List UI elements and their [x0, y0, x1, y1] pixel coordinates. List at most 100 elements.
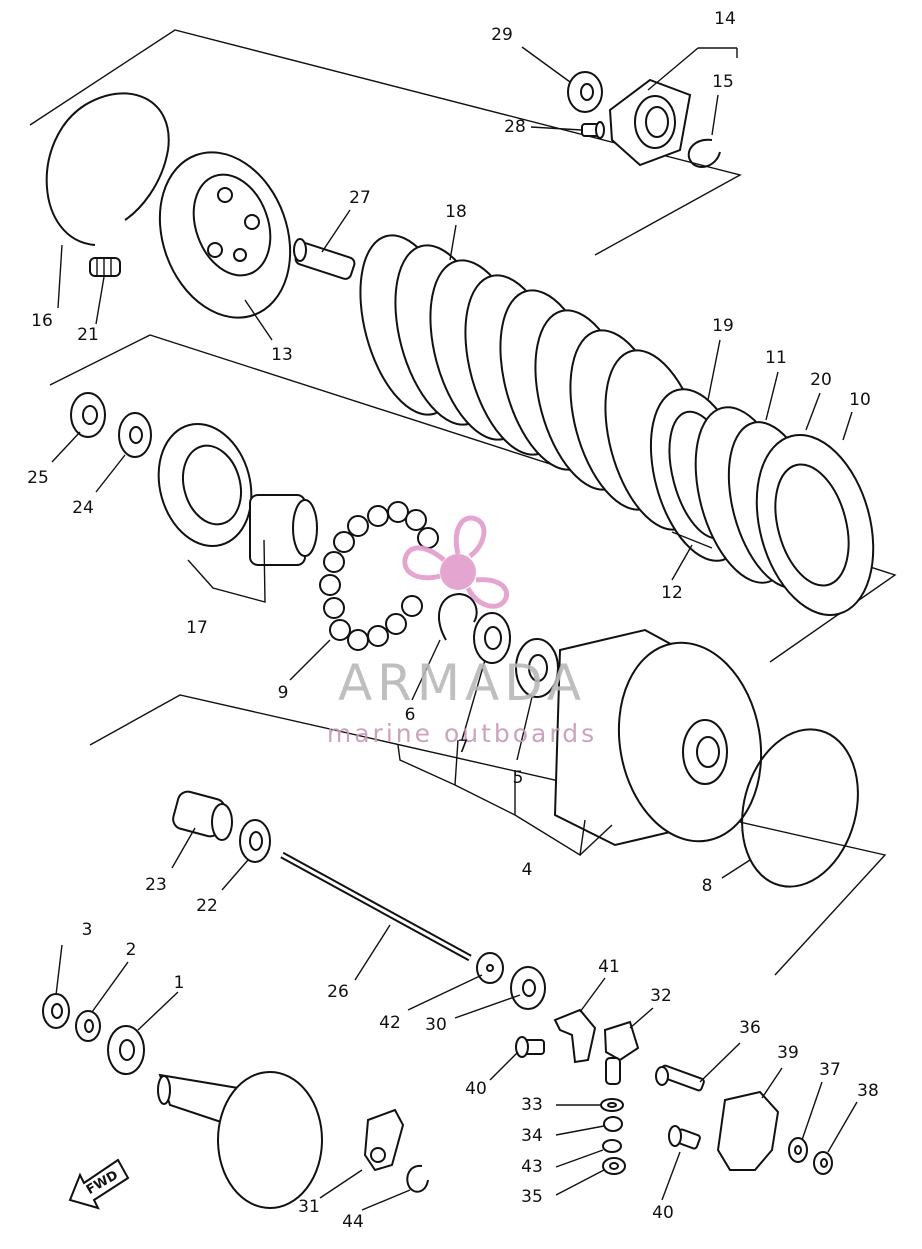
- callout-8: 8: [702, 876, 713, 896]
- callout-29: 29: [491, 25, 513, 45]
- callout-40b: 40: [652, 1203, 674, 1223]
- callout-35: 35: [521, 1187, 543, 1207]
- callout-26: 26: [327, 982, 349, 1002]
- part-33-washer: [600, 1098, 624, 1112]
- part-41-lever: [553, 1008, 597, 1064]
- part-25-nut: [70, 392, 106, 438]
- callout-38: 38: [857, 1081, 879, 1101]
- callout-9: 9: [278, 683, 289, 703]
- part-13-pressure-plate: [158, 151, 292, 319]
- part-29-bearing: [567, 71, 603, 113]
- callout-36: 36: [739, 1018, 761, 1038]
- callout-22: 22: [196, 896, 218, 916]
- callout-25: 25: [27, 468, 49, 488]
- callout-1: 1: [174, 973, 185, 993]
- part-12-pin: [671, 531, 713, 549]
- part-push-lever-shaft: [157, 1071, 323, 1209]
- watermark-tagline: marine outboards: [327, 719, 597, 748]
- parts: FWD: [42, 71, 875, 1210]
- lower-assembly-outline: [89, 694, 887, 976]
- callout-41: 41: [598, 957, 620, 977]
- push-rod-highlight: [281, 853, 471, 960]
- callout-40a: 40: [465, 1079, 487, 1099]
- callout-43: 43: [521, 1157, 543, 1177]
- part-21-spring: [89, 257, 121, 277]
- part-40-bolt-upper: [515, 1036, 545, 1058]
- callout-13: 13: [271, 345, 293, 365]
- callout-27: 27: [349, 188, 371, 208]
- part-40-bolt-lower: [668, 1125, 701, 1150]
- part-7-thrust-washer: [473, 612, 511, 664]
- armada-watermark: ARMADA marine outboards: [327, 515, 597, 748]
- part-2-washer: [75, 1010, 101, 1042]
- part-31-lever: [363, 1108, 405, 1172]
- callout-44: 44: [342, 1212, 364, 1232]
- part-6-circlip: [437, 592, 478, 641]
- callout-28: 28: [504, 117, 526, 137]
- part-27-push-rod: [293, 238, 356, 280]
- callout-34: 34: [521, 1126, 543, 1146]
- callout-20: 20: [810, 370, 832, 390]
- callout-19: 19: [712, 316, 734, 336]
- callout-12: 12: [661, 583, 683, 603]
- part-8-o-ring: [741, 728, 859, 888]
- part-10-clutch-plate: [755, 434, 875, 616]
- callout-30: 30: [425, 1015, 447, 1035]
- callout-23: 23: [145, 875, 167, 895]
- callout-42: 42: [379, 1013, 401, 1033]
- part-9-steel-balls: [319, 501, 439, 651]
- part-5-spacer: [515, 638, 559, 698]
- watermark-brand: ARMADA: [338, 654, 586, 712]
- part-35-nut: [602, 1157, 626, 1175]
- callout-6: 6: [405, 705, 416, 725]
- armada-propeller-logo: [402, 515, 510, 609]
- part-43-washer: [602, 1139, 622, 1153]
- part-1-pinion-gear: [107, 1025, 145, 1075]
- callout-4: 4: [522, 860, 533, 880]
- callout-14: 14: [714, 9, 736, 29]
- part-22-washer: [239, 819, 271, 863]
- upper-assembly-outline: [29, 29, 742, 256]
- callout-33: 33: [521, 1095, 543, 1115]
- callout-5: 5: [513, 768, 524, 788]
- part-36-adjusting-bolt: [655, 1064, 705, 1092]
- callout-15: 15: [712, 72, 734, 92]
- fwd-direction-arrow: FWD: [68, 1158, 130, 1210]
- callout-18: 18: [445, 202, 467, 222]
- part-39-bracket: [716, 1090, 780, 1171]
- callout-31: 31: [298, 1197, 320, 1217]
- callout-17: 17: [186, 618, 208, 638]
- part-23-collar: [172, 790, 233, 841]
- part-32-lever-assy: [603, 1020, 640, 1085]
- callout-10: 10: [849, 390, 871, 410]
- assembly-outlines: [29, 29, 897, 976]
- part-38-nut: [813, 1151, 833, 1175]
- part-34-spring-washer: [603, 1116, 623, 1132]
- part-30-oil-seal: [510, 966, 546, 1010]
- callout-39: 39: [777, 1043, 799, 1063]
- part-28-screw: [581, 121, 605, 139]
- part-24-lock-washer: [118, 412, 152, 458]
- part-16-snap-ring: [45, 92, 170, 246]
- part-17-clutch-boss: [157, 422, 318, 566]
- callout-16: 16: [31, 311, 53, 331]
- part-15-circlip: [687, 138, 721, 168]
- part-44-circlip: [406, 1164, 429, 1193]
- part-4-clutch-housing: [553, 628, 763, 847]
- part-37-washer: [788, 1137, 808, 1163]
- callout-labels: 1234567891011121314151617181920212223242…: [27, 9, 879, 1232]
- middle-assembly-outline: [49, 334, 897, 663]
- part-14-bearing-housing: [608, 78, 692, 167]
- callout-37: 37: [819, 1060, 841, 1080]
- callout-7: 7: [458, 737, 469, 757]
- callout-21: 21: [77, 325, 99, 345]
- part-42-washer: [476, 952, 504, 984]
- callout-32: 32: [650, 986, 672, 1006]
- leader-lines: [51, 46, 858, 1211]
- callout-3: 3: [82, 920, 93, 940]
- callout-11: 11: [765, 348, 787, 368]
- callout-2: 2: [126, 940, 137, 960]
- callout-24: 24: [72, 498, 94, 518]
